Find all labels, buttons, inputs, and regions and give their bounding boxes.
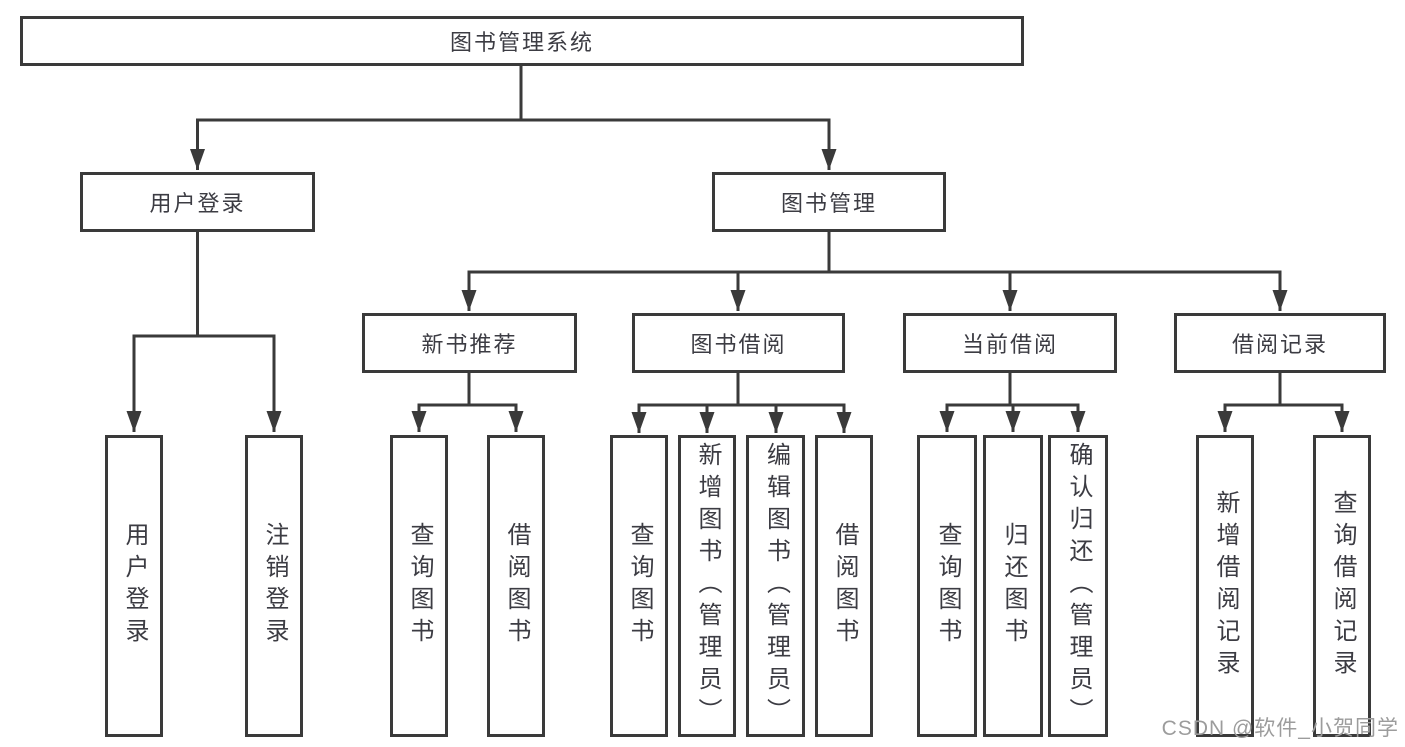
leaf-edit-books-admin: 编辑图书（管理员） <box>746 435 805 737</box>
node-borrowing-records: 借阅记录 <box>1174 313 1386 373</box>
csdn-watermark: CSDN @软件_小贺同学 <box>1161 717 1399 740</box>
leaf-user-login: 用户登录 <box>105 435 163 737</box>
node-book-management: 图书管理 <box>712 172 946 232</box>
leaf-query-books-current: 查询图书 <box>917 435 977 737</box>
leaf-logout: 注销登录 <box>245 435 303 737</box>
leaf-return-books: 归还图书 <box>983 435 1043 737</box>
leaf-borrow-books-recommend: 借阅图书 <box>487 435 545 737</box>
node-current-borrowing: 当前借阅 <box>903 313 1117 373</box>
leaf-query-books-borrowing: 查询图书 <box>610 435 668 737</box>
leaf-query-books-recommend: 查询图书 <box>390 435 448 737</box>
node-book-borrowing: 图书借阅 <box>632 313 845 373</box>
node-user-login: 用户登录 <box>80 172 315 232</box>
node-new-book-recommend: 新书推荐 <box>362 313 577 373</box>
node-system-root: 图书管理系统 <box>20 16 1024 66</box>
leaf-add-books-admin: 新增图书（管理员） <box>678 435 736 737</box>
leaf-query-borrow-record: 查询借阅记录 <box>1313 435 1371 737</box>
leaf-borrow-books-borrowing: 借阅图书 <box>815 435 873 737</box>
leaf-confirm-return-admin: 确认归还（管理员） <box>1048 435 1108 737</box>
leaf-add-borrow-record: 新增借阅记录 <box>1196 435 1254 737</box>
